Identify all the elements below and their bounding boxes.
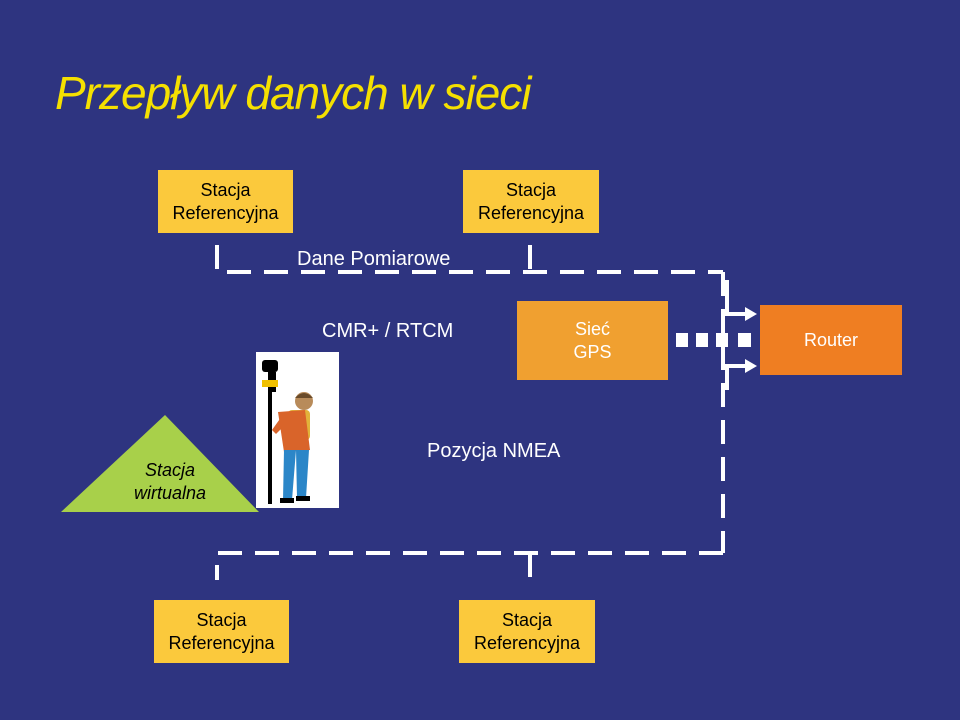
- link-dash: [696, 333, 708, 347]
- correction-format-label: CMR+ / RTCM: [322, 320, 454, 342]
- top-bracket-line: [215, 245, 723, 274]
- router-arrow-bottom: [725, 364, 745, 390]
- reference-station-bottom-right: Stacja Referencyjna: [459, 600, 595, 663]
- gps-network-line2: GPS: [573, 341, 612, 362]
- station-line1: Stacja: [200, 179, 251, 200]
- virtual-station-line2: wirtualna: [133, 483, 207, 503]
- measurement-data-label: Dane Pomiarowe: [297, 248, 451, 270]
- router-arrow-top-head: [745, 307, 757, 321]
- station-line1: Stacja: [501, 609, 553, 630]
- slide-title: Przepływ danych w sieci: [55, 67, 532, 119]
- reference-station-top-right: Stacja Referencyjna: [463, 170, 599, 233]
- link-dash: [716, 333, 728, 347]
- gps-network-box: Sieć GPS: [517, 301, 668, 380]
- virtual-station-label: Stacja wirtualna: [110, 458, 230, 506]
- station-line1: Stacja: [196, 609, 247, 630]
- router-label: Router: [803, 329, 859, 350]
- router-arrow-top: [725, 280, 745, 316]
- router-box: Router: [760, 305, 902, 375]
- station-line2: Referencyjna: [168, 632, 275, 653]
- link-dash: [738, 333, 751, 347]
- link-dash: [676, 333, 688, 347]
- reference-station-top-left: Stacja Referencyjna: [158, 170, 293, 233]
- station-line2: Referencyjna: [477, 202, 585, 223]
- gps-network-line1: Sieć: [574, 318, 610, 339]
- virtual-station-triangle: [61, 415, 259, 512]
- bottom-bracket-line: [215, 551, 723, 580]
- station-line1: Stacja: [505, 179, 557, 200]
- reference-station-bottom-left: Stacja Referencyjna: [154, 600, 289, 663]
- virtual-station-line1: Stacja: [144, 460, 195, 480]
- surveyor-illustration: [256, 352, 339, 508]
- station-line2: Referencyjna: [172, 202, 279, 223]
- router-arrow-bottom-head: [745, 359, 757, 373]
- station-line2: Referencyjna: [473, 632, 581, 653]
- position-label: Pozycja NMEA: [427, 440, 561, 462]
